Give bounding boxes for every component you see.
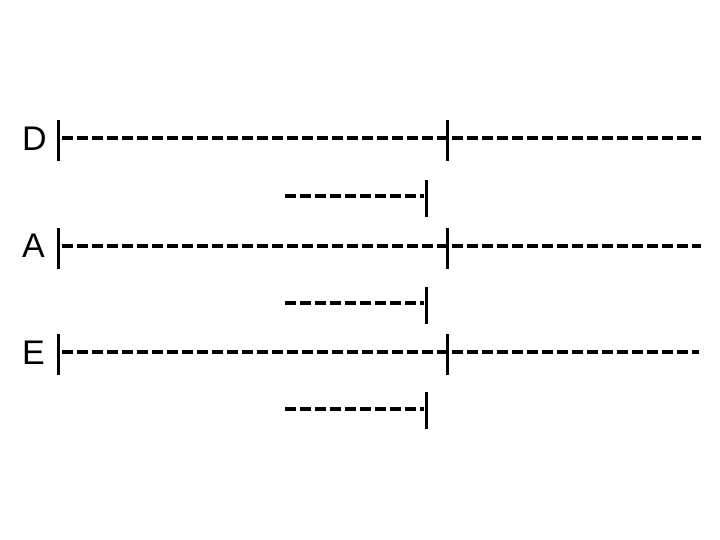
row-label-e: E	[22, 334, 45, 372]
row-dashed-line-d	[62, 136, 701, 140]
row-start-bar-a	[57, 228, 60, 269]
row-label-d: D	[22, 120, 47, 158]
sub-dashed-line-e	[285, 407, 424, 411]
row-dashed-line-e	[62, 350, 699, 354]
row-mid-tick-e	[446, 334, 449, 375]
row-dashed-line-a	[62, 244, 701, 248]
row-mid-tick-d	[446, 120, 449, 161]
row-label-a: A	[22, 227, 45, 265]
row-start-bar-d	[57, 120, 60, 161]
sub-dashed-line-d	[285, 194, 424, 198]
sub-end-bar-e	[425, 392, 428, 429]
row-mid-tick-a	[446, 228, 449, 269]
sub-end-bar-d	[425, 180, 428, 217]
row-start-bar-e	[57, 334, 60, 375]
sub-dashed-line-a	[285, 301, 424, 305]
sub-end-bar-a	[425, 287, 428, 324]
